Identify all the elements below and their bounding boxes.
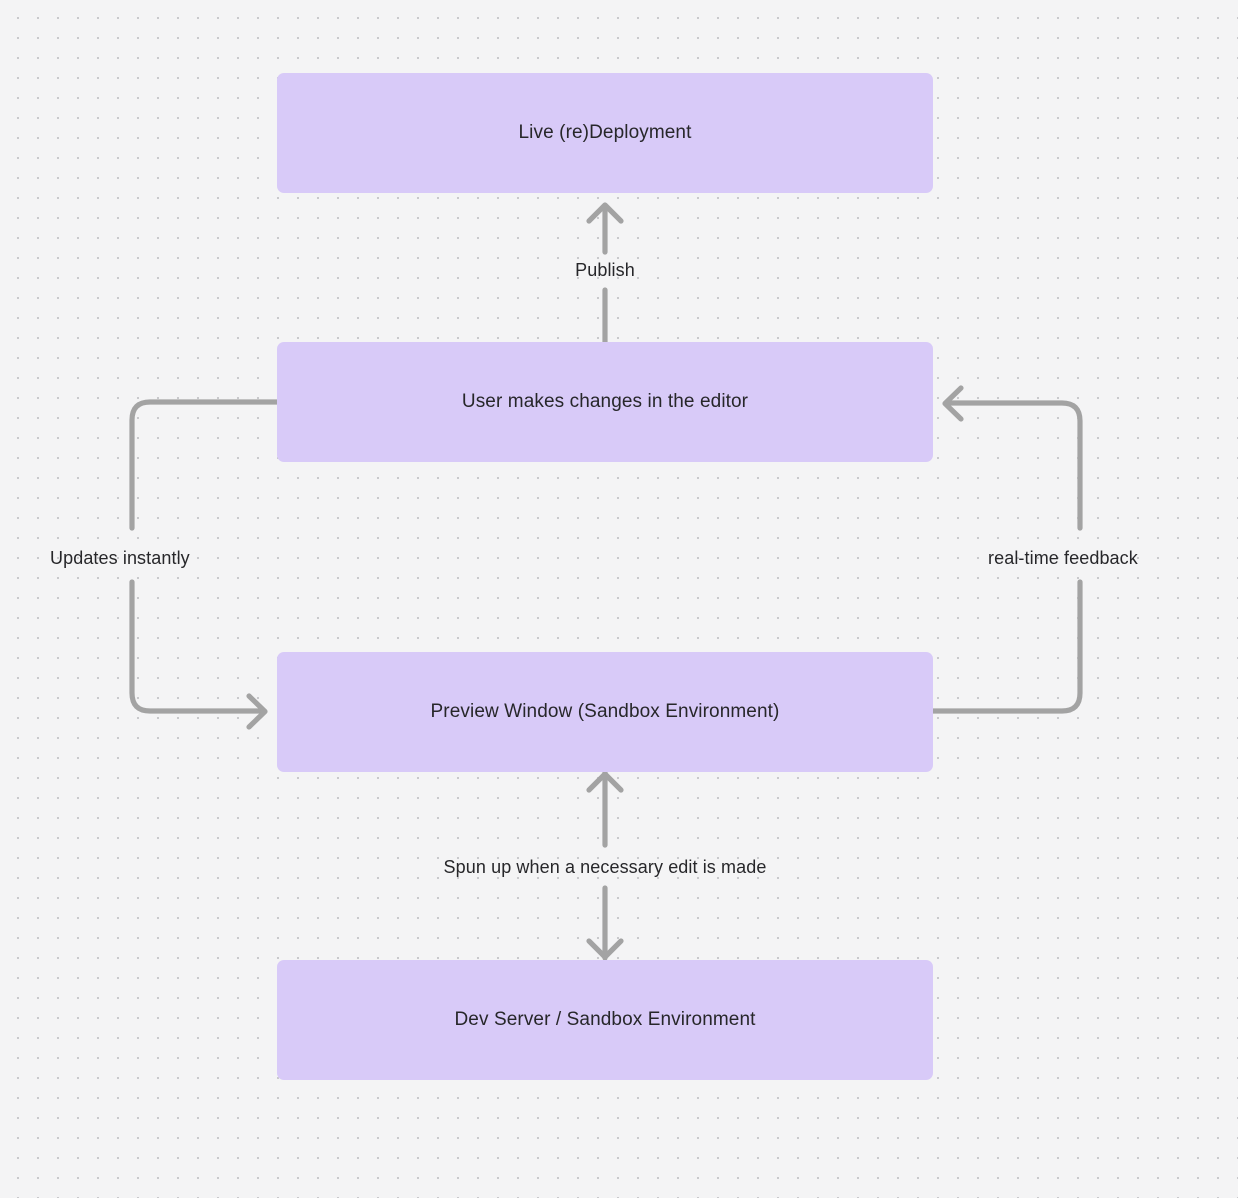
node-live-deployment[interactable]: Live (re)Deployment bbox=[277, 73, 933, 193]
node-dev-server[interactable]: Dev Server / Sandbox Environment bbox=[277, 960, 933, 1080]
node-user-edits[interactable]: User makes changes in the editor bbox=[277, 342, 933, 462]
edge-label-spun-up: Spun up when a necessary edit is made bbox=[443, 857, 767, 877]
edge-label-updates-instantly: Updates instantly bbox=[50, 548, 190, 568]
node-label: User makes changes in the editor bbox=[461, 390, 749, 412]
node-label: Live (re)Deployment bbox=[518, 121, 692, 143]
edge-label-real-time-feedback: real-time feedback bbox=[988, 548, 1138, 568]
node-preview-window[interactable]: Preview Window (Sandbox Environment) bbox=[277, 652, 933, 772]
node-label: Dev Server / Sandbox Environment bbox=[454, 1008, 756, 1030]
edge-label-publish: Publish bbox=[575, 260, 635, 280]
node-label: Preview Window (Sandbox Environment) bbox=[430, 700, 780, 722]
